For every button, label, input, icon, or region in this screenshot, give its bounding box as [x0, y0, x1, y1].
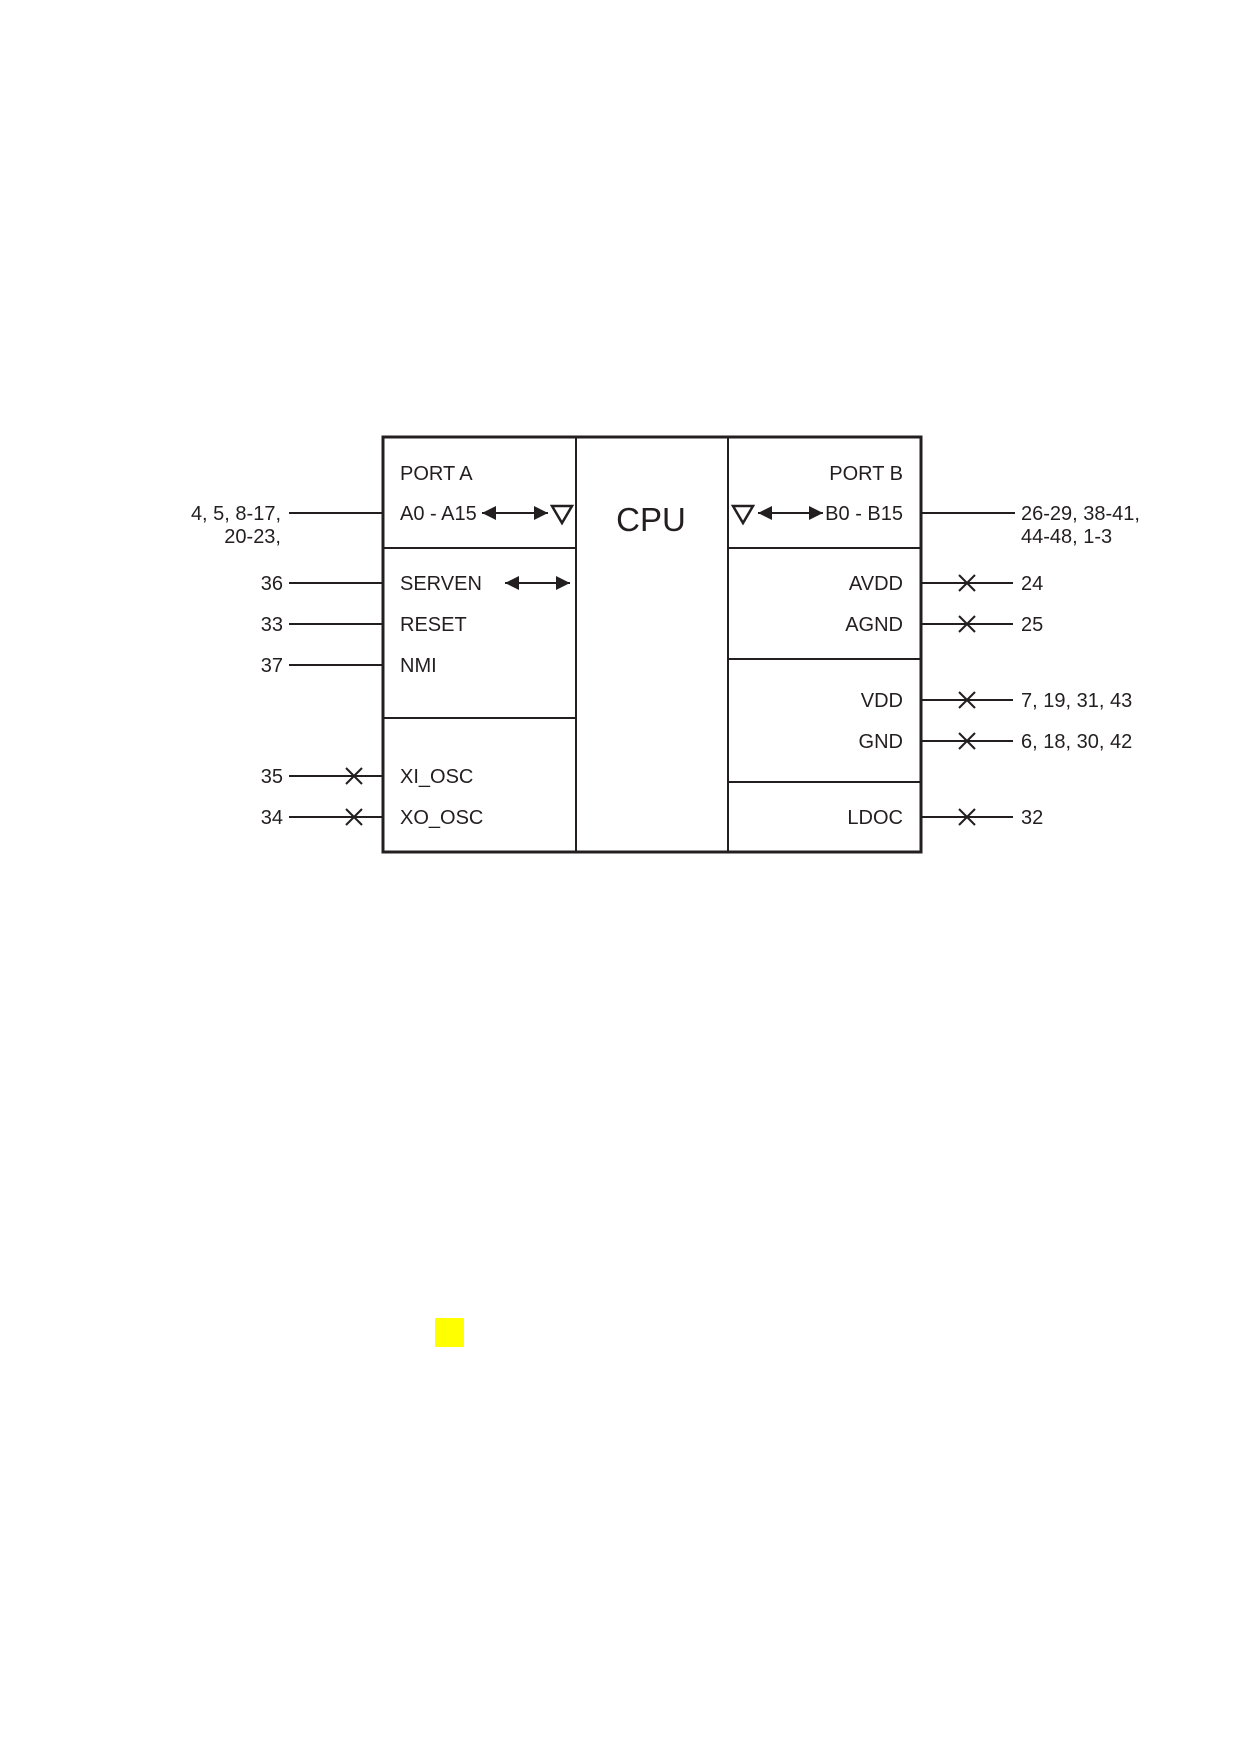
port-b-tristate-icon [730, 504, 756, 526]
vdd-label: VDD [861, 690, 903, 712]
gnd-pin: 6, 18, 30, 42 [1021, 731, 1132, 753]
serven-label: SERVEN [400, 573, 482, 595]
gnd-cross-icon [958, 732, 976, 750]
nmi-pin: 37 [261, 655, 283, 677]
gnd-label: GND [859, 731, 903, 753]
port-b-label: PORT B [829, 463, 903, 485]
ldoc-cross-icon [958, 808, 976, 826]
xo-osc-pin: 34 [261, 807, 283, 829]
xo-osc-cross-icon [345, 808, 363, 826]
xi-osc-pin: 35 [261, 766, 283, 788]
port-a-pins: A0 - A15 [400, 503, 477, 525]
port-a-numbers-line1: 4, 5, 8-17, [191, 503, 281, 525]
port-a-label: PORT A [400, 463, 473, 485]
ldoc-pin: 32 [1021, 807, 1043, 829]
port-b-pins: B0 - B15 [825, 503, 903, 525]
cpu-label: CPU [616, 501, 686, 538]
agnd-label: AGND [845, 614, 903, 636]
agnd-cross-icon [958, 615, 976, 633]
ldoc-label: LDOC [847, 807, 903, 829]
vdd-cross-icon [958, 691, 976, 709]
reset-label: RESET [400, 614, 467, 636]
reset-pin: 33 [261, 614, 283, 636]
port-a-numbers-line2: 20-23, [224, 526, 281, 548]
vdd-pin: 7, 19, 31, 43 [1021, 690, 1132, 712]
xo-osc-label: XO_OSC [400, 807, 483, 829]
chip-outline [381, 435, 923, 854]
avdd-pin: 24 [1021, 573, 1043, 595]
nmi-label: NMI [400, 655, 437, 677]
port-b-numbers-line2: 44-48, 1-3 [1021, 526, 1112, 548]
xi-osc-cross-icon [345, 767, 363, 785]
port-b-numbers-line1: 26-29, 38-41, [1021, 503, 1140, 525]
serven-pin: 36 [261, 573, 283, 595]
avdd-label: AVDD [849, 573, 903, 595]
port-a-tristate-icon [549, 504, 575, 526]
avdd-cross-icon [958, 574, 976, 592]
xi-osc-label: XI_OSC [400, 766, 473, 788]
agnd-pin: 25 [1021, 614, 1043, 636]
yellow-marker-square [435, 1318, 464, 1347]
